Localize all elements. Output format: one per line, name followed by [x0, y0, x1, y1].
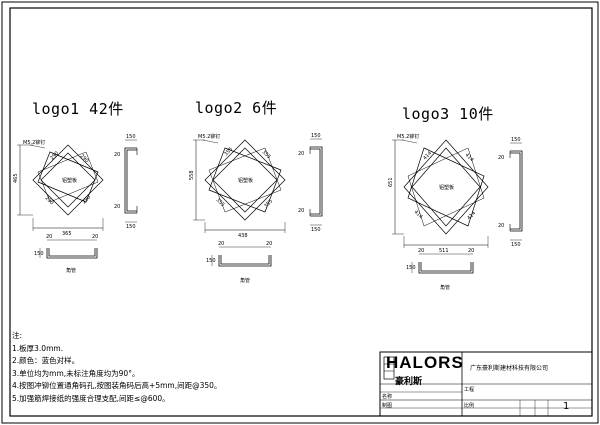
logo2-profile-gap-bottom: 20	[298, 208, 304, 214]
logo1-profile-top: 150	[126, 134, 136, 140]
field-name: 名称	[382, 394, 393, 400]
note-3: 3.单位均为mm,未标注角度均为90°。	[12, 368, 140, 378]
brand-logo-sub: 豪利斯	[395, 377, 423, 387]
logo2-section-left: 150	[206, 258, 216, 264]
company-name: 广东豪利斯建材科技有限公司	[470, 365, 549, 372]
logo3-section-left: 150	[406, 265, 416, 271]
inner-border	[9, 7, 593, 417]
logo2-edge-2: 355	[261, 149, 272, 160]
sheet-number: 1	[563, 401, 570, 412]
title-block	[379, 351, 593, 417]
logo1-profile-bottom: 150	[126, 224, 136, 230]
logo1-drawing	[17, 139, 138, 259]
logo3-edge-2: 414	[464, 152, 475, 163]
logo1-section-flange-r: 20	[92, 234, 98, 240]
note-2: 2.颜色：蓝色对样。	[12, 356, 80, 366]
notes-label: 注:	[12, 331, 23, 340]
logo3-section-label: 角管	[440, 284, 450, 291]
logo2-drawing	[193, 138, 323, 267]
logo3-edge-3: 414	[413, 209, 424, 220]
logo3-height: 651	[388, 177, 394, 187]
logo2-edge-3: 355	[215, 197, 226, 208]
brand-logo: HALORS	[386, 353, 464, 372]
logo2-center: 铝塑板	[238, 177, 253, 184]
logo3-center: 铝塑板	[439, 184, 454, 191]
logo1-profile-gap-bottom: 20	[114, 204, 120, 210]
note-4: 4.按图冲铆位置通角码孔,按图装角码后高+5mm,间距@350。	[12, 381, 222, 391]
logo2-edge-4: 355	[263, 198, 274, 209]
logo3-profile-bottom: 150	[511, 242, 521, 248]
field-scale: 比例	[464, 403, 475, 409]
logo3-profile-top: 150	[511, 137, 521, 143]
logo2-section-label: 角管	[240, 277, 250, 284]
logo3-edge-4: 414	[466, 210, 477, 221]
logo3-title: logo3 10件	[402, 105, 494, 123]
logo2-profile-top: 150	[311, 133, 321, 139]
logo2-section-flange-l: 20	[218, 241, 224, 247]
logo1-center: 铝塑板	[62, 177, 77, 184]
logo2-profile-bottom: 150	[311, 227, 321, 233]
logo1-section-left: 150	[34, 251, 44, 257]
note-5: 5.加强筋焊接纸的强度合理支配,间距≤@600。	[12, 393, 170, 403]
logo1-title: logo1 42件	[32, 100, 124, 118]
logo1-edge-3: 290	[44, 195, 55, 206]
logo3-width: 511	[439, 248, 449, 254]
note-1: 1.板厚3.0mm.	[12, 343, 64, 353]
logo3-note: M5.2铆钉	[397, 133, 419, 140]
logo3-edge-1: 414	[422, 150, 433, 161]
logo1-section-flange-l: 20	[46, 234, 52, 240]
logo2-height: 558	[189, 170, 195, 180]
field-project: 工程	[464, 387, 475, 393]
logo1-width: 365	[62, 231, 72, 237]
logo3-drawing	[392, 139, 523, 274]
notes: 注: 1.板厚3.0mm. 2.颜色：蓝色对样。 3.单位均为mm,未标注角度均…	[12, 330, 221, 406]
logo2-width: 438	[238, 233, 248, 239]
logo2-title: logo2 6件	[195, 99, 278, 117]
logo3-section-flange-l: 20	[418, 248, 424, 254]
logo2-edge-1: 355	[223, 146, 234, 157]
logo1-note: M5.2铆钉	[23, 139, 45, 146]
logo3-profile-gap-bottom: 20	[498, 223, 504, 229]
field-drawn: 制图	[382, 403, 393, 409]
logo1-section-label: 角管	[66, 267, 76, 274]
logo2-note: M5.2铆钉	[198, 133, 220, 140]
logo1-edge-1: 290	[49, 150, 60, 161]
logo1-height: 465	[13, 173, 19, 183]
logo1-edge-2: 290	[79, 153, 90, 164]
logo2-profile-gap-top: 20	[298, 151, 304, 157]
logo2-section-flange-r: 20	[266, 241, 272, 247]
logo3-section-flange-r: 20	[468, 248, 474, 254]
logo3-profile-gap-top: 20	[498, 155, 504, 161]
logo1-edge-4: 290	[81, 194, 92, 205]
logo1-profile-gap-top: 20	[114, 152, 120, 158]
